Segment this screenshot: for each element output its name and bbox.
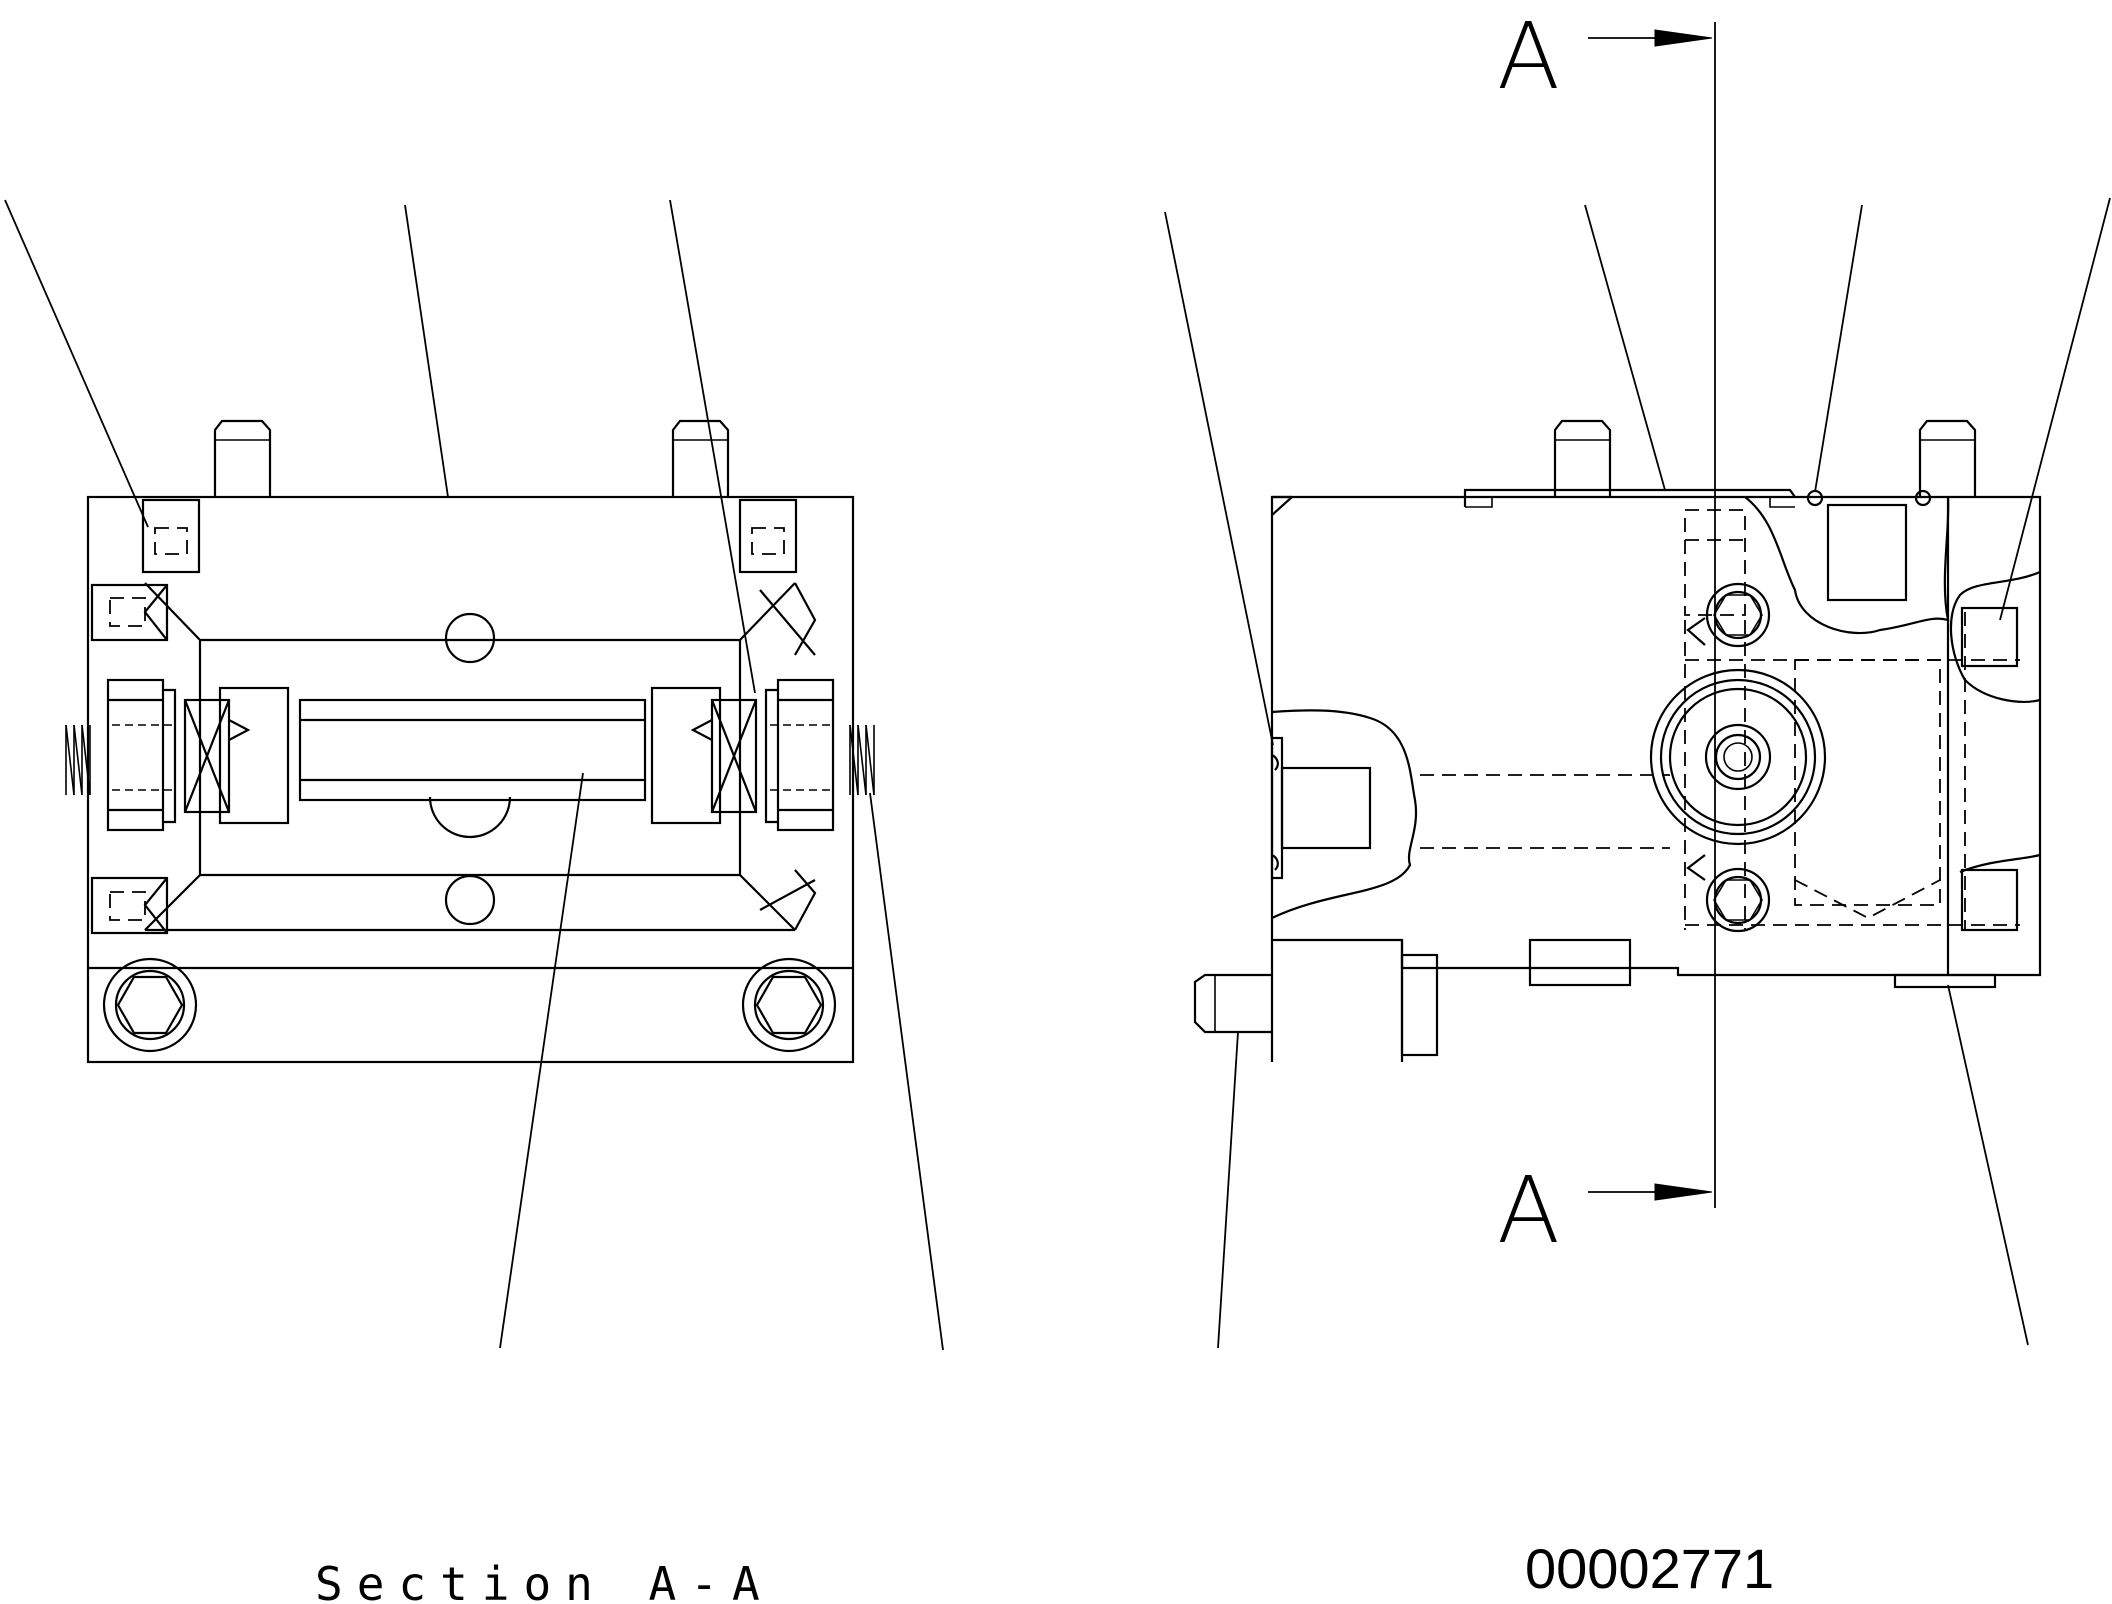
lower-port-hole (444, 874, 496, 926)
break-line-left (1271, 709, 1418, 919)
upper-port-hole (444, 612, 496, 664)
spring-cap-right (764, 678, 835, 832)
break-line-top (1744, 496, 1950, 635)
leader-line (1584, 204, 1666, 491)
spring-right (770, 724, 875, 796)
side-top-pin-right (1918, 419, 1977, 497)
top-plug-right (738, 498, 798, 574)
top-oring-right (1914, 489, 1932, 507)
leader-line (1814, 204, 1863, 493)
base-bolt-left (102, 957, 198, 1053)
right-notch-upper (759, 582, 817, 656)
leader-line (499, 772, 584, 1349)
side-body-outline (1270, 495, 2042, 1062)
top-pin-left (213, 419, 272, 497)
spring-left (65, 724, 172, 796)
section-arrow-top-head (1654, 29, 1713, 47)
bottom-left-lug (1400, 953, 1439, 1057)
cavity-walls (198, 640, 742, 877)
leader-line (669, 199, 756, 694)
section-marker-bottom: A (1497, 1157, 1560, 1264)
side-plug-upper-left (90, 583, 169, 642)
leader-line (1217, 1031, 1239, 1349)
bottom-right-boss (1893, 973, 1997, 989)
right-port-plug-lower (1960, 868, 2019, 932)
top-plug-left (141, 498, 201, 574)
top-pin-right (671, 419, 730, 497)
spool-end-left (183, 686, 290, 825)
spool-end-right (650, 686, 758, 825)
leader-line (1164, 211, 1274, 746)
top-cover-plate (1463, 488, 1796, 507)
side-pin-bottom-left (1193, 973, 1272, 1034)
top-port-plug (1826, 503, 1908, 602)
base-bolt-right (741, 957, 837, 1053)
hex-plug-upper (1705, 582, 1771, 648)
side-top-pin-left (1553, 419, 1612, 497)
leader-line (1947, 984, 2029, 1346)
section-marker-top: A (1497, 3, 1560, 110)
left-fitting-body (1280, 766, 1372, 850)
section-a-a-view (4, 199, 944, 1351)
center-port-hole (428, 796, 512, 839)
right-notch-lower (759, 869, 817, 931)
central-port (1649, 668, 1827, 846)
spool (298, 698, 647, 802)
section-caption: Section A-A (315, 1557, 774, 1604)
right-port-plug-upper (1960, 606, 2019, 668)
bottom-center-boss (1528, 938, 1632, 987)
side-view (1164, 22, 2111, 1349)
drawing-number: 00002771 (1525, 1537, 1774, 1600)
break-line-right (1949, 570, 2041, 703)
spring-cap-left (106, 678, 177, 832)
hidden-spool-bore (1794, 659, 1941, 906)
side-plug-lower-left (90, 876, 169, 935)
leader-line (404, 204, 449, 498)
leader-line (4, 199, 149, 528)
section-arrow-bottom-head (1654, 1183, 1713, 1201)
hex-plug-lower (1705, 867, 1771, 933)
leader-line (869, 792, 944, 1351)
upper-cavity-edge (144, 582, 796, 642)
leader-line (1999, 197, 2111, 621)
lower-cavity-chamfers (144, 874, 796, 931)
